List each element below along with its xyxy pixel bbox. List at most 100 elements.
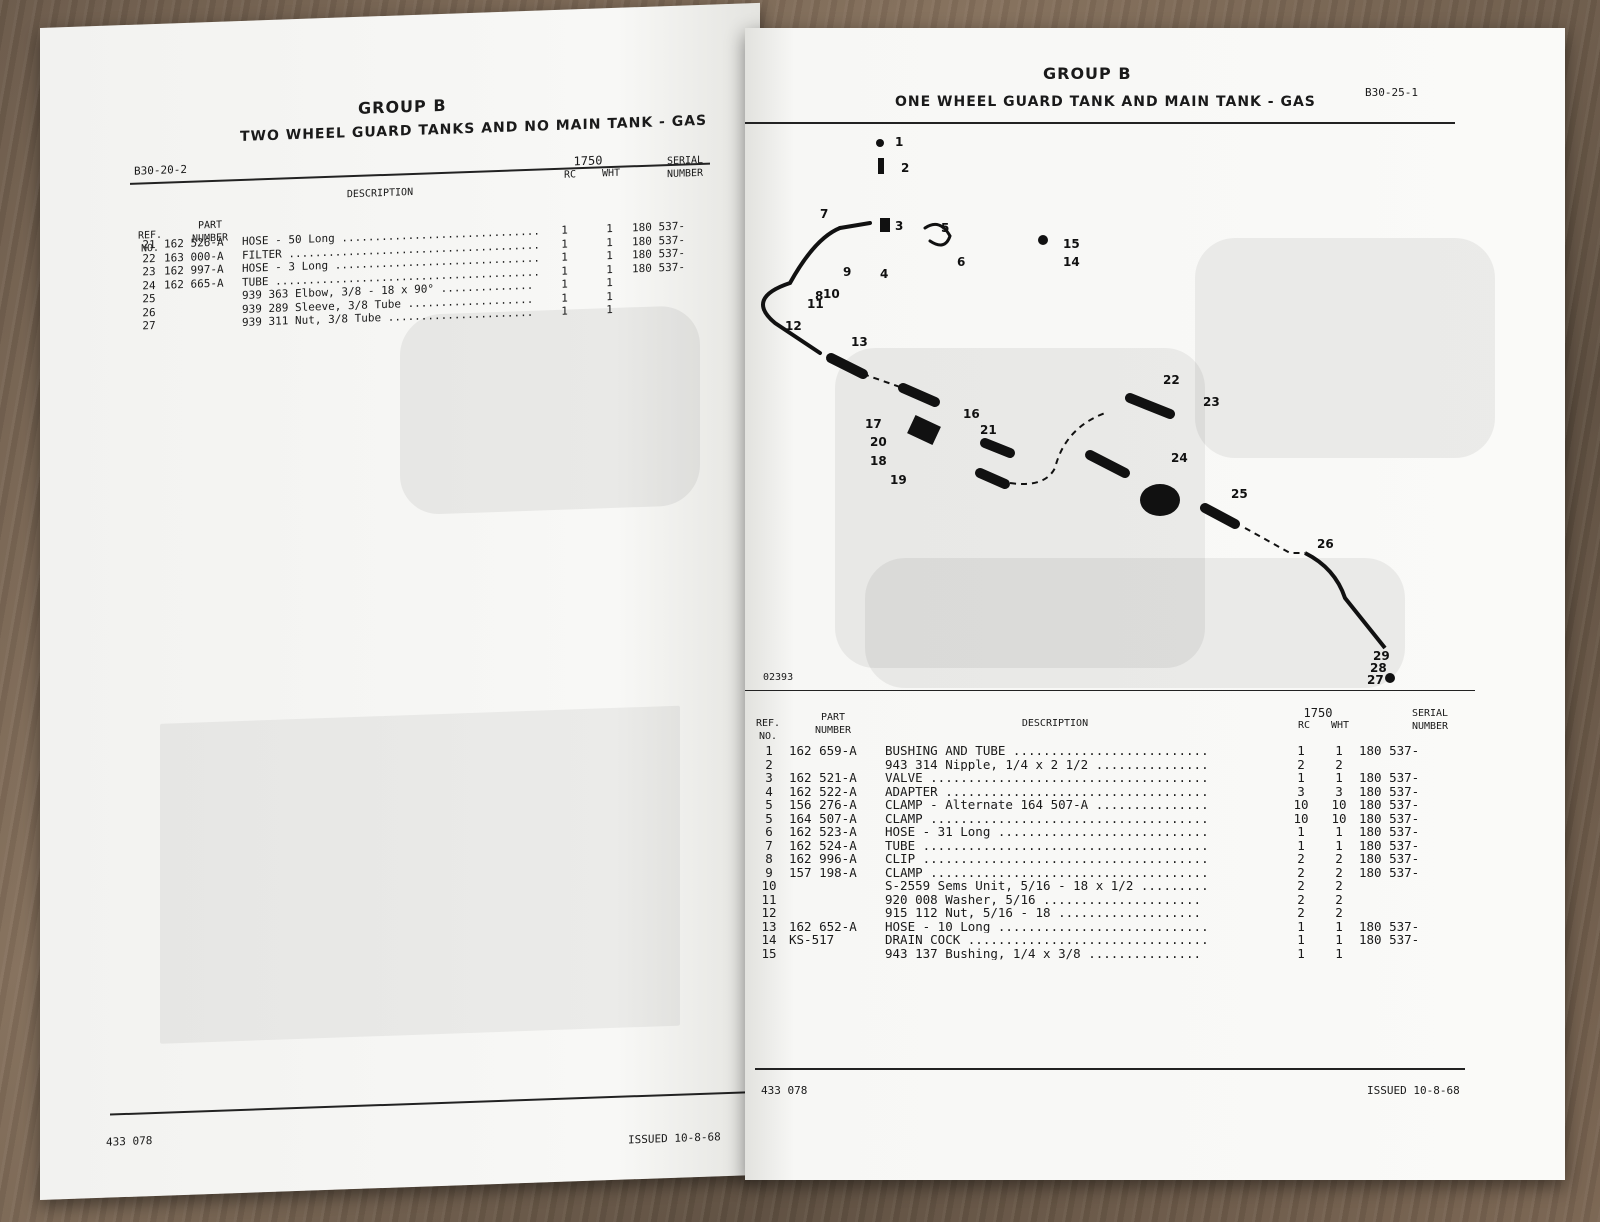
left-page: GROUP B TWO WHEEL GUARD TANKS AND NO MAI… — [40, 2, 760, 1200]
figure-code: 02393 — [763, 672, 794, 683]
callout-label: 3 — [895, 219, 903, 233]
callout-label: 24 — [1171, 451, 1188, 465]
callout-label: 13 — [851, 335, 868, 349]
hose-part — [1085, 450, 1130, 478]
callout-label: 10 — [823, 287, 840, 301]
callout-label: 19 — [890, 473, 907, 487]
bleed-through-text — [160, 705, 680, 1044]
diagram-callouts: 1 2 3 4 5 6 7 8 9 10 11 12 13 14 15 16 1… — [785, 135, 1390, 687]
ref-no-header: REF. NO. — [755, 718, 781, 742]
callout-label: 22 — [1163, 373, 1180, 387]
callout-label: 27 — [1367, 673, 1384, 687]
serial-number-header: SERIAL NUMBER — [666, 154, 704, 180]
header-rule — [745, 122, 1455, 124]
valve-part — [907, 415, 941, 445]
hose-part — [923, 222, 952, 247]
wht-header: WHT — [601, 167, 621, 180]
footer-issued-date: ISSUED 10-8-68 — [1367, 1084, 1460, 1097]
rc-header: RC — [563, 169, 577, 181]
footer-rule — [110, 1091, 750, 1116]
model-header: 1750 — [573, 153, 603, 169]
table-row: 11 920 008 Washer, 5/16 ................… — [761, 891, 1343, 907]
tube-part — [1009, 412, 1106, 485]
rc-header: RC — [1297, 720, 1311, 731]
footer-rule — [755, 1068, 1465, 1070]
group-title: GROUP B — [1043, 64, 1132, 83]
hose-part — [898, 383, 940, 407]
footer-doc-number: 433 078 — [106, 1134, 153, 1149]
page-code: B30-20-2 — [134, 162, 187, 178]
page-subtitle: TWO WHEEL GUARD TANKS AND NO MAIN TANK -… — [240, 112, 708, 146]
bleed-through-shadow — [400, 304, 700, 516]
footer-issued-date: ISSUED 10-8-68 — [628, 1130, 721, 1147]
fitting-part — [880, 218, 890, 232]
callout-label: 12 — [785, 319, 802, 333]
tube-part — [1304, 551, 1387, 650]
bleed-through-shadow — [1195, 238, 1495, 458]
bleed-through-shadow — [865, 558, 1405, 688]
callout-label: 26 — [1317, 537, 1334, 551]
callout-label: 20 — [870, 435, 887, 449]
callout-label: 14 — [1063, 255, 1080, 269]
serial-number-header: SERIAL NUMBER — [1411, 708, 1449, 732]
filter-part — [980, 438, 1015, 458]
tube-part — [862, 373, 904, 389]
callout-label: 21 — [980, 423, 997, 437]
hose-part — [975, 468, 1010, 489]
callout-label: 25 — [1231, 487, 1248, 501]
callout-label: 5 — [941, 221, 949, 235]
description-header: DESCRIPTION — [1021, 718, 1089, 729]
description-header: DESCRIPTION — [346, 186, 414, 201]
exploded-parts-diagram: 1 2 3 4 5 6 7 8 9 10 11 12 13 14 15 16 1… — [761, 135, 1395, 687]
page-subtitle: ONE WHEEL GUARD TANK AND MAIN TANK - GAS — [895, 94, 1316, 110]
callout-label: 7 — [820, 207, 828, 221]
footer-doc-number: 433 078 — [761, 1084, 808, 1097]
table-row: 15 943 137 Bushing, 1/4 x 3/8 ..........… — [761, 945, 1343, 961]
callout-label: 28 — [1370, 661, 1387, 675]
filter-part — [1140, 484, 1180, 516]
callout-label: 8 — [815, 289, 823, 303]
tube-part — [1244, 527, 1305, 554]
wht-header: WHT — [1330, 720, 1350, 731]
hose-part — [1200, 503, 1240, 529]
page-code: B30-25-1 — [1365, 86, 1418, 99]
callout-label: 2 — [901, 161, 909, 175]
hose-part — [826, 353, 868, 379]
callout-label: 4 — [880, 267, 888, 281]
callout-label: 17 — [865, 417, 882, 431]
figure-rule — [745, 690, 1475, 691]
callout-label: 16 — [963, 407, 980, 421]
callout-label: 1 — [895, 135, 903, 149]
part-number-header: PART NUMBER — [814, 712, 852, 736]
callout-label: 15 — [1063, 237, 1080, 251]
fitting-part — [876, 139, 884, 147]
callout-label: 29 — [1373, 649, 1390, 663]
group-title: GROUP B — [358, 95, 447, 118]
fitting-part — [878, 158, 884, 174]
fitting-part — [1038, 235, 1048, 245]
table-row: 12 915 112 Nut, 5/16 - 18 ..............… — [761, 905, 1343, 920]
table-row: 10 S-2559 Sems Unit, 5/16 - 18 x 1/2 ...… — [761, 878, 1343, 893]
callout-label: 18 — [870, 454, 887, 468]
callout-label: 9 — [843, 265, 851, 279]
tube-part — [838, 221, 872, 230]
callout-label: 6 — [957, 255, 965, 269]
hose-part — [1125, 393, 1175, 419]
table-row: 2 943 314 Nipple, 1/4 x 2 1/2 ..........… — [765, 756, 1343, 772]
right-page: GROUP B B30-25-1 ONE WHEEL GUARD TANK AN… — [745, 28, 1565, 1180]
model-header: 1750 — [1303, 706, 1333, 720]
tube-part — [761, 226, 842, 355]
